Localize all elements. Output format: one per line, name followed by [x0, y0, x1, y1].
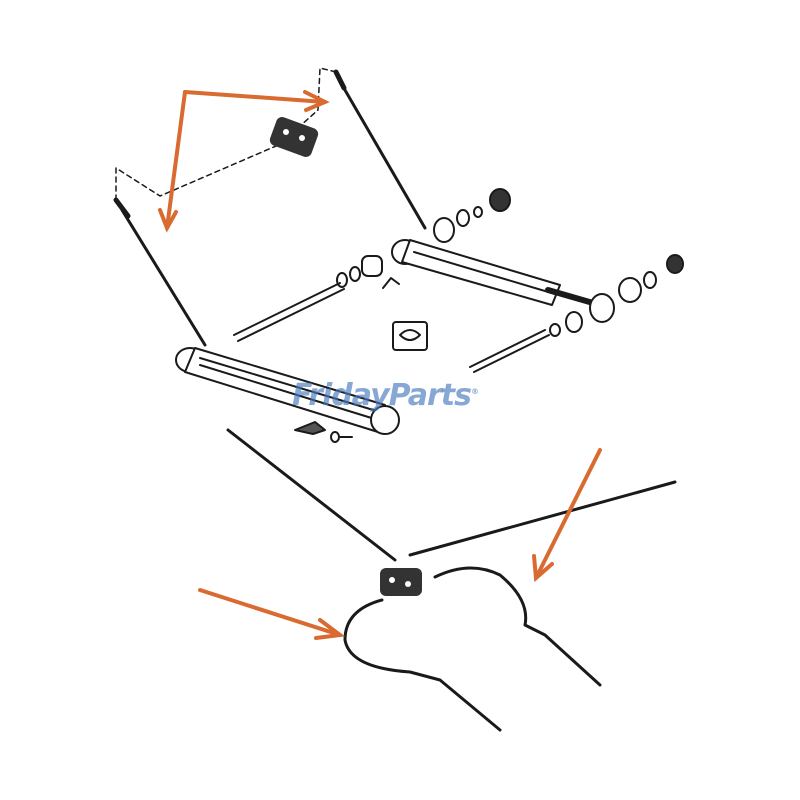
lower-hose-assembly — [226, 428, 677, 732]
hose-upper-right — [333, 69, 427, 230]
arrow-icon — [532, 448, 602, 583]
steering-cylinder-right — [391, 239, 615, 373]
registered-mark: ® — [470, 387, 479, 396]
valve-block-lower — [380, 568, 422, 596]
watermark-text: FridayParts — [292, 378, 472, 413]
arrow-icon — [198, 588, 346, 640]
dashed-connection-lines — [115, 67, 337, 201]
bushings-and-washers — [294, 188, 684, 443]
arrow-icon — [158, 90, 330, 233]
hose-upper-left — [113, 197, 207, 347]
callout-arrows — [158, 90, 602, 640]
valve-block-upper — [269, 117, 319, 157]
fridayparts-watermark-logo: FridayParts® — [292, 378, 479, 413]
steering-cylinder-left — [175, 282, 400, 435]
